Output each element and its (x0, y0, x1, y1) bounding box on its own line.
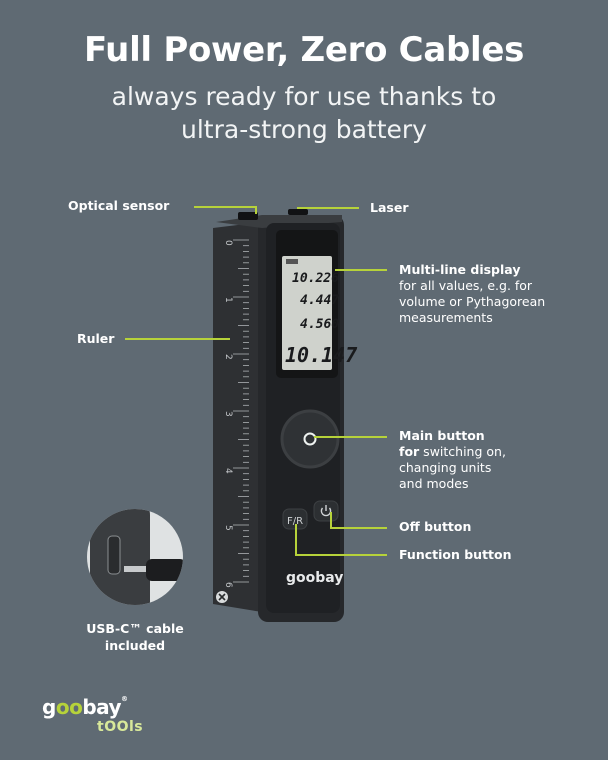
main-button (280, 409, 340, 469)
leader-display (335, 269, 387, 271)
brand-logo: goobay® tOOls (42, 695, 143, 735)
label-main-button: Main button for switching on, changing u… (399, 428, 506, 492)
lcd-row-2: 4.447 (300, 293, 339, 308)
label-optical-sensor: Optical sensor (68, 198, 170, 213)
label-ruler: Ruler (77, 331, 115, 346)
usb-caption-line-2: included (104, 638, 166, 653)
leader-optical-sensor-drop (255, 206, 257, 214)
page-subtitle: always ready for use thanks to ultra-str… (0, 80, 608, 146)
ruler-number: 4 (223, 468, 233, 474)
leader-ruler (125, 338, 230, 340)
main-button-ring (303, 432, 317, 446)
subtitle-line-1: always ready for use thanks to (111, 82, 497, 111)
ruler-ticks (233, 239, 249, 583)
label-function-button: Function button (399, 547, 512, 562)
main-desc-2: changing units (399, 460, 492, 475)
ruler-numbers: 0 1 2 3 4 5 6 (223, 240, 233, 588)
display-desc-2: volume or Pythagorean (399, 294, 546, 309)
label-display: Multi-line display for all values, e.g. … (399, 262, 545, 326)
ruler-number: 2 (223, 354, 233, 360)
usb-caption-line-1: USB-C™ cable (86, 621, 184, 636)
usb-caption: USB-C™ cable included (62, 620, 208, 654)
ruler-number: 0 (223, 240, 233, 246)
main-desc-bold: for (399, 444, 420, 459)
ruler-panel (213, 222, 262, 612)
leader-optical-sensor (194, 206, 256, 208)
display-desc-1: for all values, e.g. for (399, 278, 533, 293)
power-icon (320, 505, 332, 517)
ruler-number: 1 (223, 297, 233, 303)
brand-sub: tOOls (97, 719, 144, 735)
label-off-button: Off button (399, 519, 472, 534)
lcd-row-4: 10.147 (285, 343, 357, 367)
brand-name-oo: oo (55, 695, 83, 719)
leader-off-button-v (330, 512, 332, 528)
lcd-screen (282, 256, 332, 370)
brand-name: goobay® (42, 695, 128, 719)
brand-name-post: bay (82, 695, 122, 719)
ruler-number: 3 (223, 411, 233, 417)
leader-laser (297, 207, 359, 209)
leader-function-button-v (295, 524, 297, 554)
label-laser: Laser (370, 200, 409, 215)
optical-sensor-window (238, 212, 258, 220)
main-title: Main button (399, 428, 485, 443)
brand-reg: ® (121, 695, 128, 703)
leader-function-button (295, 554, 387, 556)
close-icon (218, 593, 226, 601)
laser-window (288, 209, 308, 215)
ruler-number: 6 (223, 582, 233, 588)
leader-off-button (330, 527, 387, 529)
main-desc-1: switching on, (419, 444, 506, 459)
display-desc-3: measurements (399, 310, 493, 325)
usb-c-plug-icon (124, 559, 183, 581)
ruler-number: 5 (223, 525, 233, 531)
lcd-row-3: 4.560 (300, 317, 339, 332)
subtitle-line-2: ultra-strong battery (181, 115, 427, 144)
leader-main-button (314, 436, 387, 438)
page-title: Full Power, Zero Cables (83, 30, 525, 70)
device-logo: goobay (286, 570, 343, 586)
display-title: Multi-line display (399, 262, 521, 277)
lcd-row-1: 10.226 (292, 271, 339, 286)
function-button-label: F/R (287, 516, 303, 527)
main-desc-3: and modes (399, 476, 469, 491)
brand-name-pre: g (42, 695, 56, 719)
